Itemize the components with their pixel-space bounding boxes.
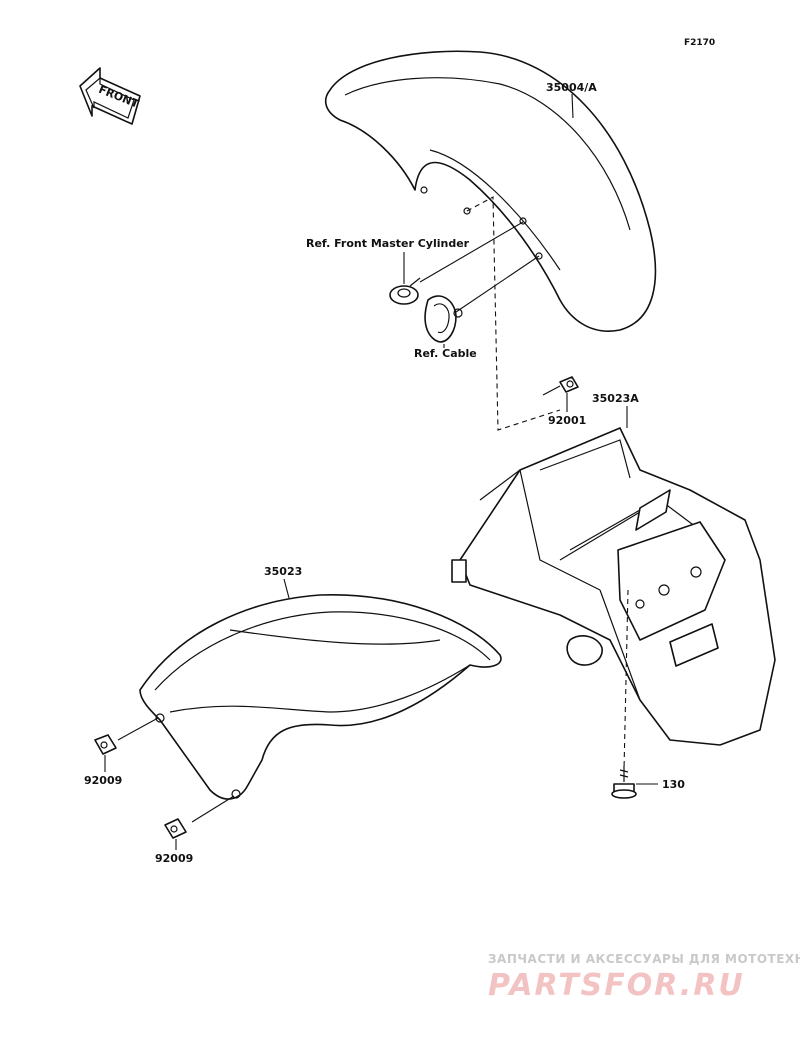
label-screw-130: 130: [662, 778, 685, 791]
bolt-92009-1-icon: [94, 717, 159, 755]
watermark-brand: PARTSFOR.RU: [488, 968, 745, 1003]
label-front-fender: 35004/A: [546, 81, 597, 94]
master-cylinder-clamp: [389, 277, 421, 305]
bolt-92001-icon: [542, 376, 579, 396]
label-ref-cable: Ref. Cable: [414, 347, 477, 360]
front-fender: [324, 50, 657, 332]
label-bolt-92009-2: 92009: [155, 852, 193, 865]
label-bolt-92009-1: 92009: [84, 774, 122, 787]
rear-fender-upper: [451, 427, 776, 746]
label-rear-fender-lower: 35023: [264, 565, 302, 578]
front-arrow-icon: FRONT: [79, 67, 141, 125]
rear-fender-lower: [139, 594, 502, 800]
label-ref-master-cylinder: Ref. Front Master Cylinder: [306, 237, 470, 250]
bolt-92009-2-icon: [164, 795, 235, 839]
cable-guide: [424, 295, 463, 343]
screw-130-icon: [611, 766, 637, 799]
label-bolt-92001: 92001: [548, 414, 586, 427]
label-rear-fender-upper: 35023A: [592, 392, 639, 405]
diagram-code: F2170: [684, 38, 715, 48]
watermark-tagline: ЗАПЧАСТИ И АКСЕССУАРЫ ДЛЯ МОТОТЕХНИКИ: [488, 952, 800, 966]
